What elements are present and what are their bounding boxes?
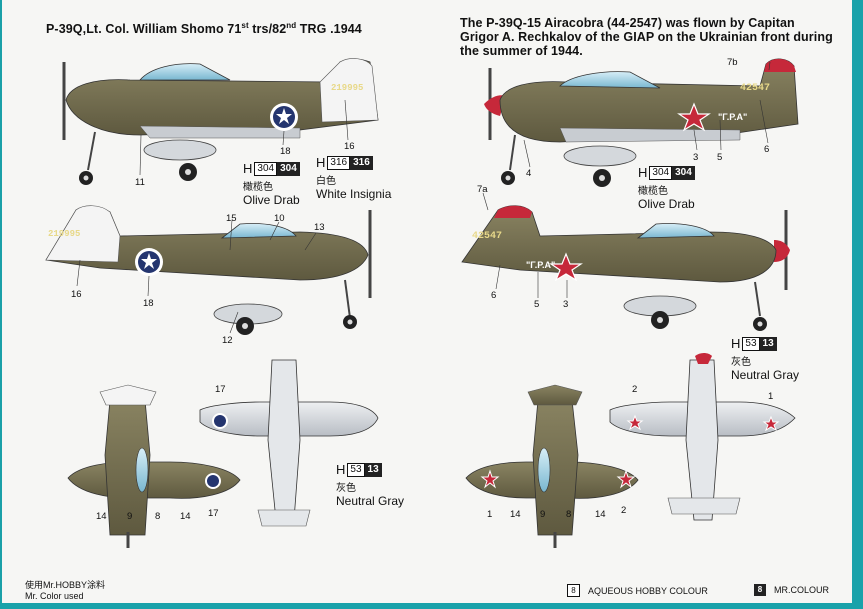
callout-12: 12 <box>222 335 233 346</box>
serial-left-mid: 219995 <box>48 229 80 239</box>
callout-11: 11 <box>135 177 145 188</box>
callout-8: 8 <box>155 511 161 522</box>
callout-10: 10 <box>274 213 285 224</box>
aqueous-swatch: 8 <box>567 584 580 597</box>
right-plan-views <box>465 353 796 548</box>
callout-7a: 7a <box>477 184 488 195</box>
callout-13: 13 <box>314 222 325 233</box>
left-profile-2: 219995 <box>45 205 372 335</box>
callout-6b: 6 <box>491 290 497 301</box>
left-title: P-39Q,Lt. Col. William Shomo 71st trs/82… <box>46 21 362 37</box>
callout-18b: 18 <box>143 298 154 309</box>
callout-18: 18 <box>280 146 291 157</box>
callout-7b: 7b <box>727 57 738 68</box>
page-border-right <box>852 0 863 609</box>
left-profile-1: 219995 <box>62 58 379 185</box>
callout-6: 6 <box>764 144 770 155</box>
callout-5: 5 <box>717 152 723 163</box>
soviet-slogan-top: "Γ.P.A" <box>718 112 747 122</box>
serial-left-top: 219995 <box>331 83 363 93</box>
callout-9b: 9 <box>540 509 546 520</box>
soviet-slogan-mid: "Γ.P.A" <box>526 260 555 270</box>
callout-3: 3 <box>693 152 699 163</box>
footer-used-en: Mr. Color used <box>25 591 84 601</box>
callout-3b: 3 <box>563 299 569 310</box>
callout-16: 16 <box>344 141 355 152</box>
callout-14b: 14 <box>180 511 191 522</box>
legend-aqueous: 8 AQUEOUS HOBBY COLOUR <box>567 584 708 597</box>
callout-1: 1 <box>768 391 774 402</box>
callout-14c: 14 <box>510 509 521 520</box>
mrcolor-swatch: 8 <box>754 584 766 596</box>
callout-2: 2 <box>632 384 638 395</box>
callout-17b: 17 <box>208 508 219 519</box>
callout-1b: 1 <box>487 509 493 520</box>
right-title: The P-39Q-15 Airacobra (44-2547) was flo… <box>460 16 833 58</box>
callout-15: 15 <box>226 213 237 224</box>
left-plan-views <box>67 359 379 548</box>
callout-lines <box>76 61 771 334</box>
right-profile-2: 42547 "Γ.P.A" <box>461 205 790 331</box>
callout-4: 4 <box>526 168 532 179</box>
serial-right-top: 42547 <box>740 83 770 94</box>
footer-used-cn: 使用Mr.HOBBY涂料 <box>25 580 106 590</box>
serial-right-mid: 42547 <box>472 231 502 242</box>
aqueous-label: AQUEOUS HOBBY COLOUR <box>588 585 708 596</box>
right-profile-1: 42547 "Γ.P.A" <box>484 58 799 187</box>
mrcolor-label: MR.COLOUR <box>774 585 830 595</box>
callout-16b: 16 <box>71 289 82 300</box>
legend-mrcolor: 8 MR.COLOUR <box>754 584 829 596</box>
page-border-bottom <box>0 603 863 609</box>
callout-17: 17 <box>215 384 226 395</box>
callout-9: 9 <box>127 511 133 522</box>
callout-2b: 2 <box>621 505 627 516</box>
callout-14d: 14 <box>595 509 606 520</box>
callout-8b: 8 <box>566 509 572 520</box>
callout-5b: 5 <box>534 299 540 310</box>
callout-14: 14 <box>96 511 107 522</box>
